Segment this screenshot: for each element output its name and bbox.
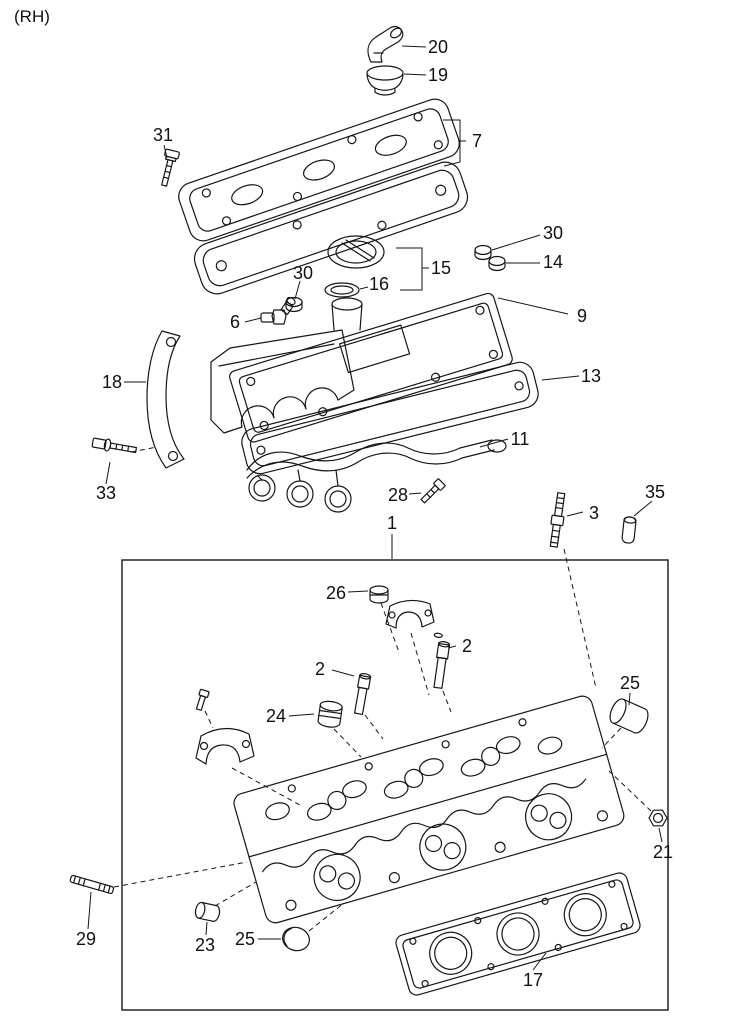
callout-24: 24 — [266, 706, 286, 726]
callout-9: 9 — [577, 306, 587, 326]
part-15-cap-seal-ring — [324, 282, 360, 298]
part-31-bolt — [161, 148, 180, 187]
part-33-bolt — [91, 437, 138, 454]
part-2-valve-guide-left — [353, 673, 372, 715]
part-21-nut — [648, 809, 668, 827]
part-2-valve-guide-right — [433, 632, 451, 689]
callout-15: 15 — [431, 258, 451, 278]
part-35-dowel-pin — [621, 516, 637, 544]
part-25-plug-right — [609, 698, 649, 734]
callout-23: 23 — [195, 935, 215, 955]
part-11-lower-gasket — [246, 439, 507, 513]
callout-21: 21 — [653, 842, 673, 862]
dashed-lines — [113, 446, 652, 932]
callout-30-lower: 30 — [293, 263, 313, 283]
corner-label: (RH) — [14, 7, 50, 26]
camshaft-cap-front — [195, 727, 255, 765]
callout-14: 14 — [543, 252, 563, 272]
part-6-pcv-valve — [260, 296, 296, 325]
callout-25-bottom: 25 — [235, 929, 255, 949]
part-7-valve-cover — [178, 98, 460, 242]
part-9-camshaft-cover — [210, 292, 513, 443]
callout-30-upper: 30 — [543, 223, 563, 243]
part-30-clip-upper — [474, 244, 492, 261]
callout-33: 33 — [96, 483, 116, 503]
callout-18: 18 — [102, 372, 122, 392]
part-29-stud — [69, 874, 115, 895]
callout-28: 28 — [388, 485, 408, 505]
callout-2-right: 2 — [462, 636, 472, 656]
part-25-plug-bottom — [282, 926, 310, 952]
callout-2-left: 2 — [315, 659, 325, 679]
callout-13: 13 — [581, 366, 601, 386]
callout-35: 35 — [645, 482, 665, 502]
callout-6: 6 — [230, 312, 240, 332]
callout-25-right: 25 — [620, 673, 640, 693]
part-28-bolt — [420, 478, 446, 504]
callout-11: 11 — [511, 429, 530, 449]
cap-bolt — [195, 688, 210, 711]
part-23-plug — [194, 901, 221, 922]
callout-7: 7 — [472, 131, 482, 151]
part-24-valve-stem-seal — [317, 700, 343, 728]
part-16-oil-filler-cap — [327, 235, 385, 269]
part-19-grommet — [366, 65, 404, 96]
callout-31: 31 — [153, 125, 173, 145]
part-13-cover-gasket — [241, 361, 539, 475]
callout-16: 16 — [369, 274, 389, 294]
part-1-boundary-box — [121, 559, 669, 1011]
callout-29: 29 — [76, 929, 96, 949]
leader-lines — [87, 45, 663, 971]
callout-20: 20 — [428, 37, 448, 57]
callout-1: 1 — [387, 513, 397, 533]
part-7-cover-gasket — [193, 161, 469, 295]
callout-19: 19 — [428, 65, 448, 85]
callout-26: 26 — [326, 583, 346, 603]
part-20-breather-pipe — [367, 25, 404, 63]
part-3-stud-bolt — [549, 492, 566, 548]
part-14-clip — [488, 255, 506, 272]
part-18-bracket — [146, 330, 185, 469]
camshaft-cap — [385, 599, 435, 629]
part-17-head-gasket — [395, 872, 641, 996]
part-1-cylinder-head — [233, 695, 625, 924]
callout-17: 17 — [523, 970, 543, 990]
callout-3: 3 — [589, 503, 599, 523]
part-26-seal — [369, 585, 389, 604]
